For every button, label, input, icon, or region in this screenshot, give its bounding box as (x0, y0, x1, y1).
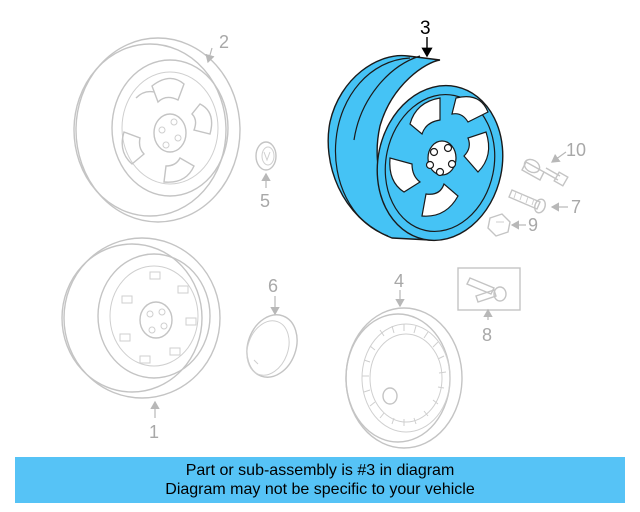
callout-7: 7 (571, 197, 581, 217)
callout-10: 10 (566, 140, 586, 160)
valve-stem-part-10[interactable] (521, 157, 569, 187)
bolt-set-part-8[interactable] (457, 267, 521, 311)
callout-6: 6 (268, 276, 278, 296)
center-cap-part-6[interactable] (239, 308, 306, 385)
callout-4: 4 (394, 271, 404, 291)
callout-2: 2 (219, 32, 229, 52)
info-banner: Part or sub-assembly is #3 in diagram Di… (15, 457, 625, 503)
banner-line-2: Diagram may not be specific to your vehi… (165, 481, 475, 498)
callout-9: 9 (528, 215, 538, 235)
wheel-part-2[interactable] (73, 37, 241, 223)
callout-5: 5 (260, 191, 270, 211)
lug-nut-part-9[interactable] (487, 213, 511, 237)
wheel-part-3-highlighted[interactable] (327, 54, 517, 253)
wheel-cover-part-4[interactable] (345, 307, 463, 449)
callout-3: 3 (420, 18, 431, 39)
callout-1: 1 (149, 422, 159, 442)
wheel-bolt-part-7[interactable] (508, 189, 547, 214)
steel-wheel-part-1[interactable] (61, 237, 221, 399)
callout-8: 8 (482, 325, 492, 345)
center-cap-part-5[interactable] (255, 141, 277, 171)
banner-line-1: Part or sub-assembly is #3 in diagram (185, 462, 455, 479)
